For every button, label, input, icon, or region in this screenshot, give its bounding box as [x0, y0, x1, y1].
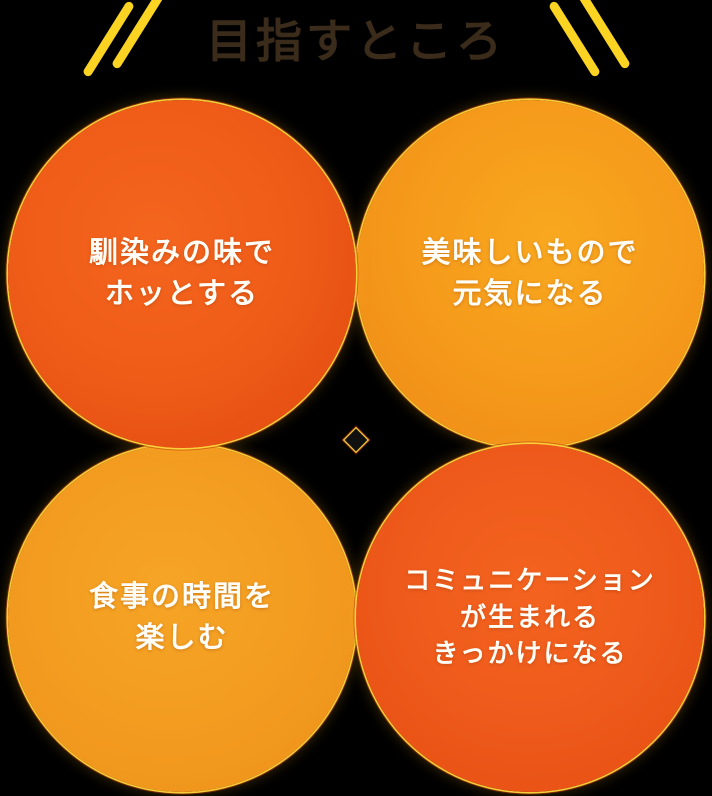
goal-circle-bottom-right-label: コミュニケーション が生まれる きっかけになる — [404, 565, 656, 669]
goal-circle-top-right-label: 美味しいもので 元気になる — [421, 236, 639, 310]
circle-cluster: 馴染みの味で ホッとする 美味しいもので 元気になる 食事の時間を 楽しむ コミ… — [0, 96, 712, 796]
goal-circle-top-left-label: 馴染みの味で ホッとする — [88, 236, 275, 310]
page-title: 目指すところ — [206, 16, 506, 67]
goal-circle-bottom-left[interactable]: 食事の時間を 楽しむ — [8, 444, 356, 792]
header: 目指すところ — [0, 0, 712, 96]
center-diamond-gap — [344, 428, 368, 452]
goal-circle-bottom-left-label: 食事の時間を 楽しむ — [88, 580, 275, 654]
goal-circle-top-right[interactable]: 美味しいもので 元気になる — [356, 100, 704, 448]
goal-circle-bottom-right[interactable]: コミュニケーション が生まれる きっかけになる — [356, 444, 704, 792]
goal-circle-top-left[interactable]: 馴染みの味で ホッとする — [8, 100, 356, 448]
